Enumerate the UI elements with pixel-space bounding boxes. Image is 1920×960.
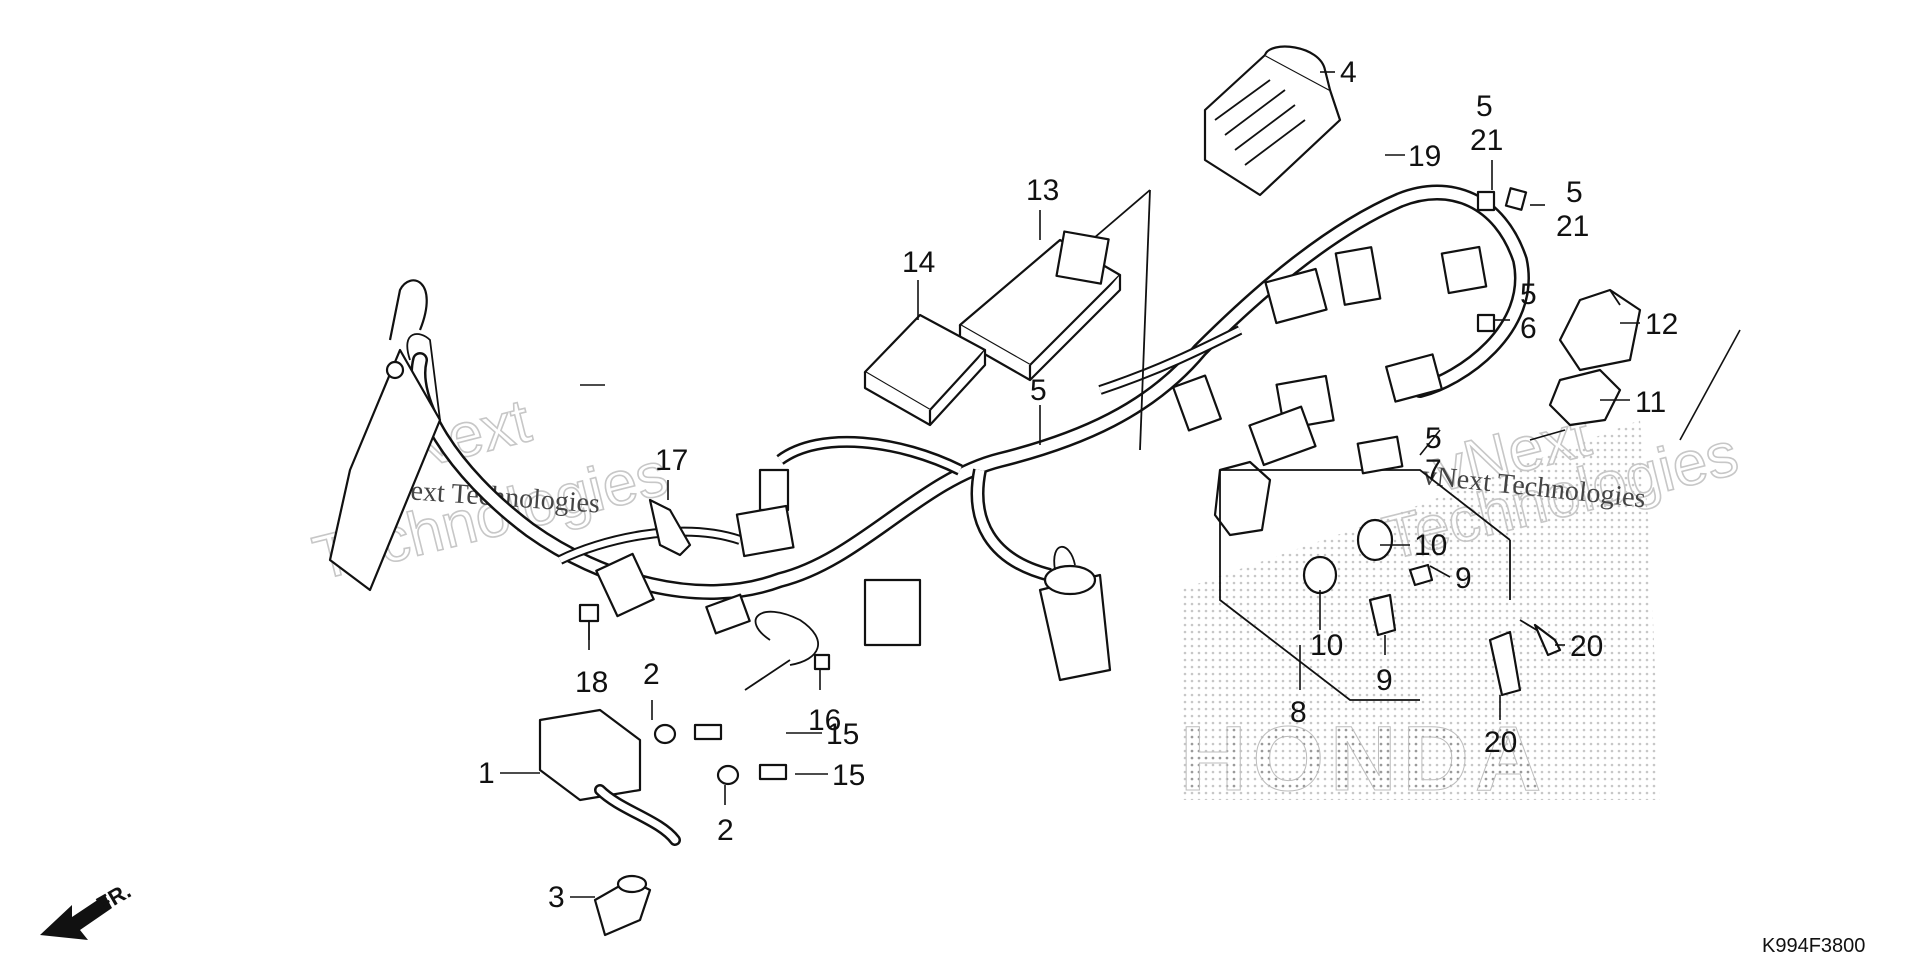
callout-10: 10 <box>1310 629 1343 662</box>
part-8-sensor-group <box>1213 460 1562 701</box>
part-3-plug-cap <box>593 874 652 937</box>
dotted-background-region <box>1180 420 1660 800</box>
part-18-bolt <box>578 603 600 640</box>
callout-6: 6 <box>1520 312 1537 345</box>
part-12-relay <box>1558 288 1642 372</box>
front-direction-arrow: FR. <box>40 878 135 940</box>
callout-11: 11 <box>1635 386 1666 419</box>
callout-5: 5 <box>1520 278 1537 311</box>
callout-4: 4 <box>1340 56 1357 89</box>
callout-20: 20 <box>1570 630 1603 663</box>
cylindrical-part <box>1038 546 1112 682</box>
part-17-clamp <box>648 498 692 557</box>
callout-13: 13 <box>1026 174 1059 207</box>
part-1-ignition-coil <box>538 708 788 846</box>
arrow-icon <box>40 895 112 940</box>
callout-17: 17 <box>655 444 688 477</box>
diagram-code: K994F3800 <box>1762 935 1865 957</box>
callout-numbers: 4 19 5 21 5 21 13 14 5 5 6 12 11 5 7 10 … <box>478 56 1678 914</box>
callout-8: 8 <box>1290 696 1307 729</box>
part-11-relay <box>1548 368 1622 427</box>
callout-15: 15 <box>826 718 859 751</box>
callout-3: 3 <box>548 881 565 914</box>
harness-connectors <box>595 245 1488 647</box>
part-13-ecu <box>958 230 1122 382</box>
callout-20: 20 <box>1484 726 1517 759</box>
callout-16: 16 <box>808 704 841 737</box>
callout-18: 18 <box>575 666 608 699</box>
callout-10: 10 <box>1414 529 1447 562</box>
leader-lines <box>500 71 1741 898</box>
callout-7: 7 <box>1425 454 1442 487</box>
callout-5: 5 <box>1425 422 1442 455</box>
callout-15: 15 <box>832 759 865 792</box>
callout-21: 21 <box>1556 210 1589 243</box>
part-4-regulator <box>1203 45 1342 197</box>
callout-14: 14 <box>902 246 935 279</box>
part-16-cable-tie <box>744 610 831 691</box>
callout-12: 12 <box>1645 308 1678 341</box>
callout-2: 2 <box>643 658 660 691</box>
callout-1: 1 <box>478 757 495 790</box>
callout-9: 9 <box>1455 562 1472 595</box>
small-fuse-parts <box>1356 187 1528 475</box>
callout-5: 5 <box>1476 90 1493 123</box>
callout-21: 21 <box>1470 124 1503 157</box>
part-14-box <box>863 313 987 427</box>
honda-logo-text: HONDA <box>1180 708 1547 810</box>
callout-9: 9 <box>1376 664 1393 697</box>
callout-2: 2 <box>717 814 734 847</box>
callout-19: 19 <box>1408 140 1441 173</box>
left-sensor-assembly <box>328 279 442 592</box>
main-wire-harness <box>410 184 1530 600</box>
callout-5: 5 <box>1030 374 1047 407</box>
callout-5: 5 <box>1566 176 1583 209</box>
